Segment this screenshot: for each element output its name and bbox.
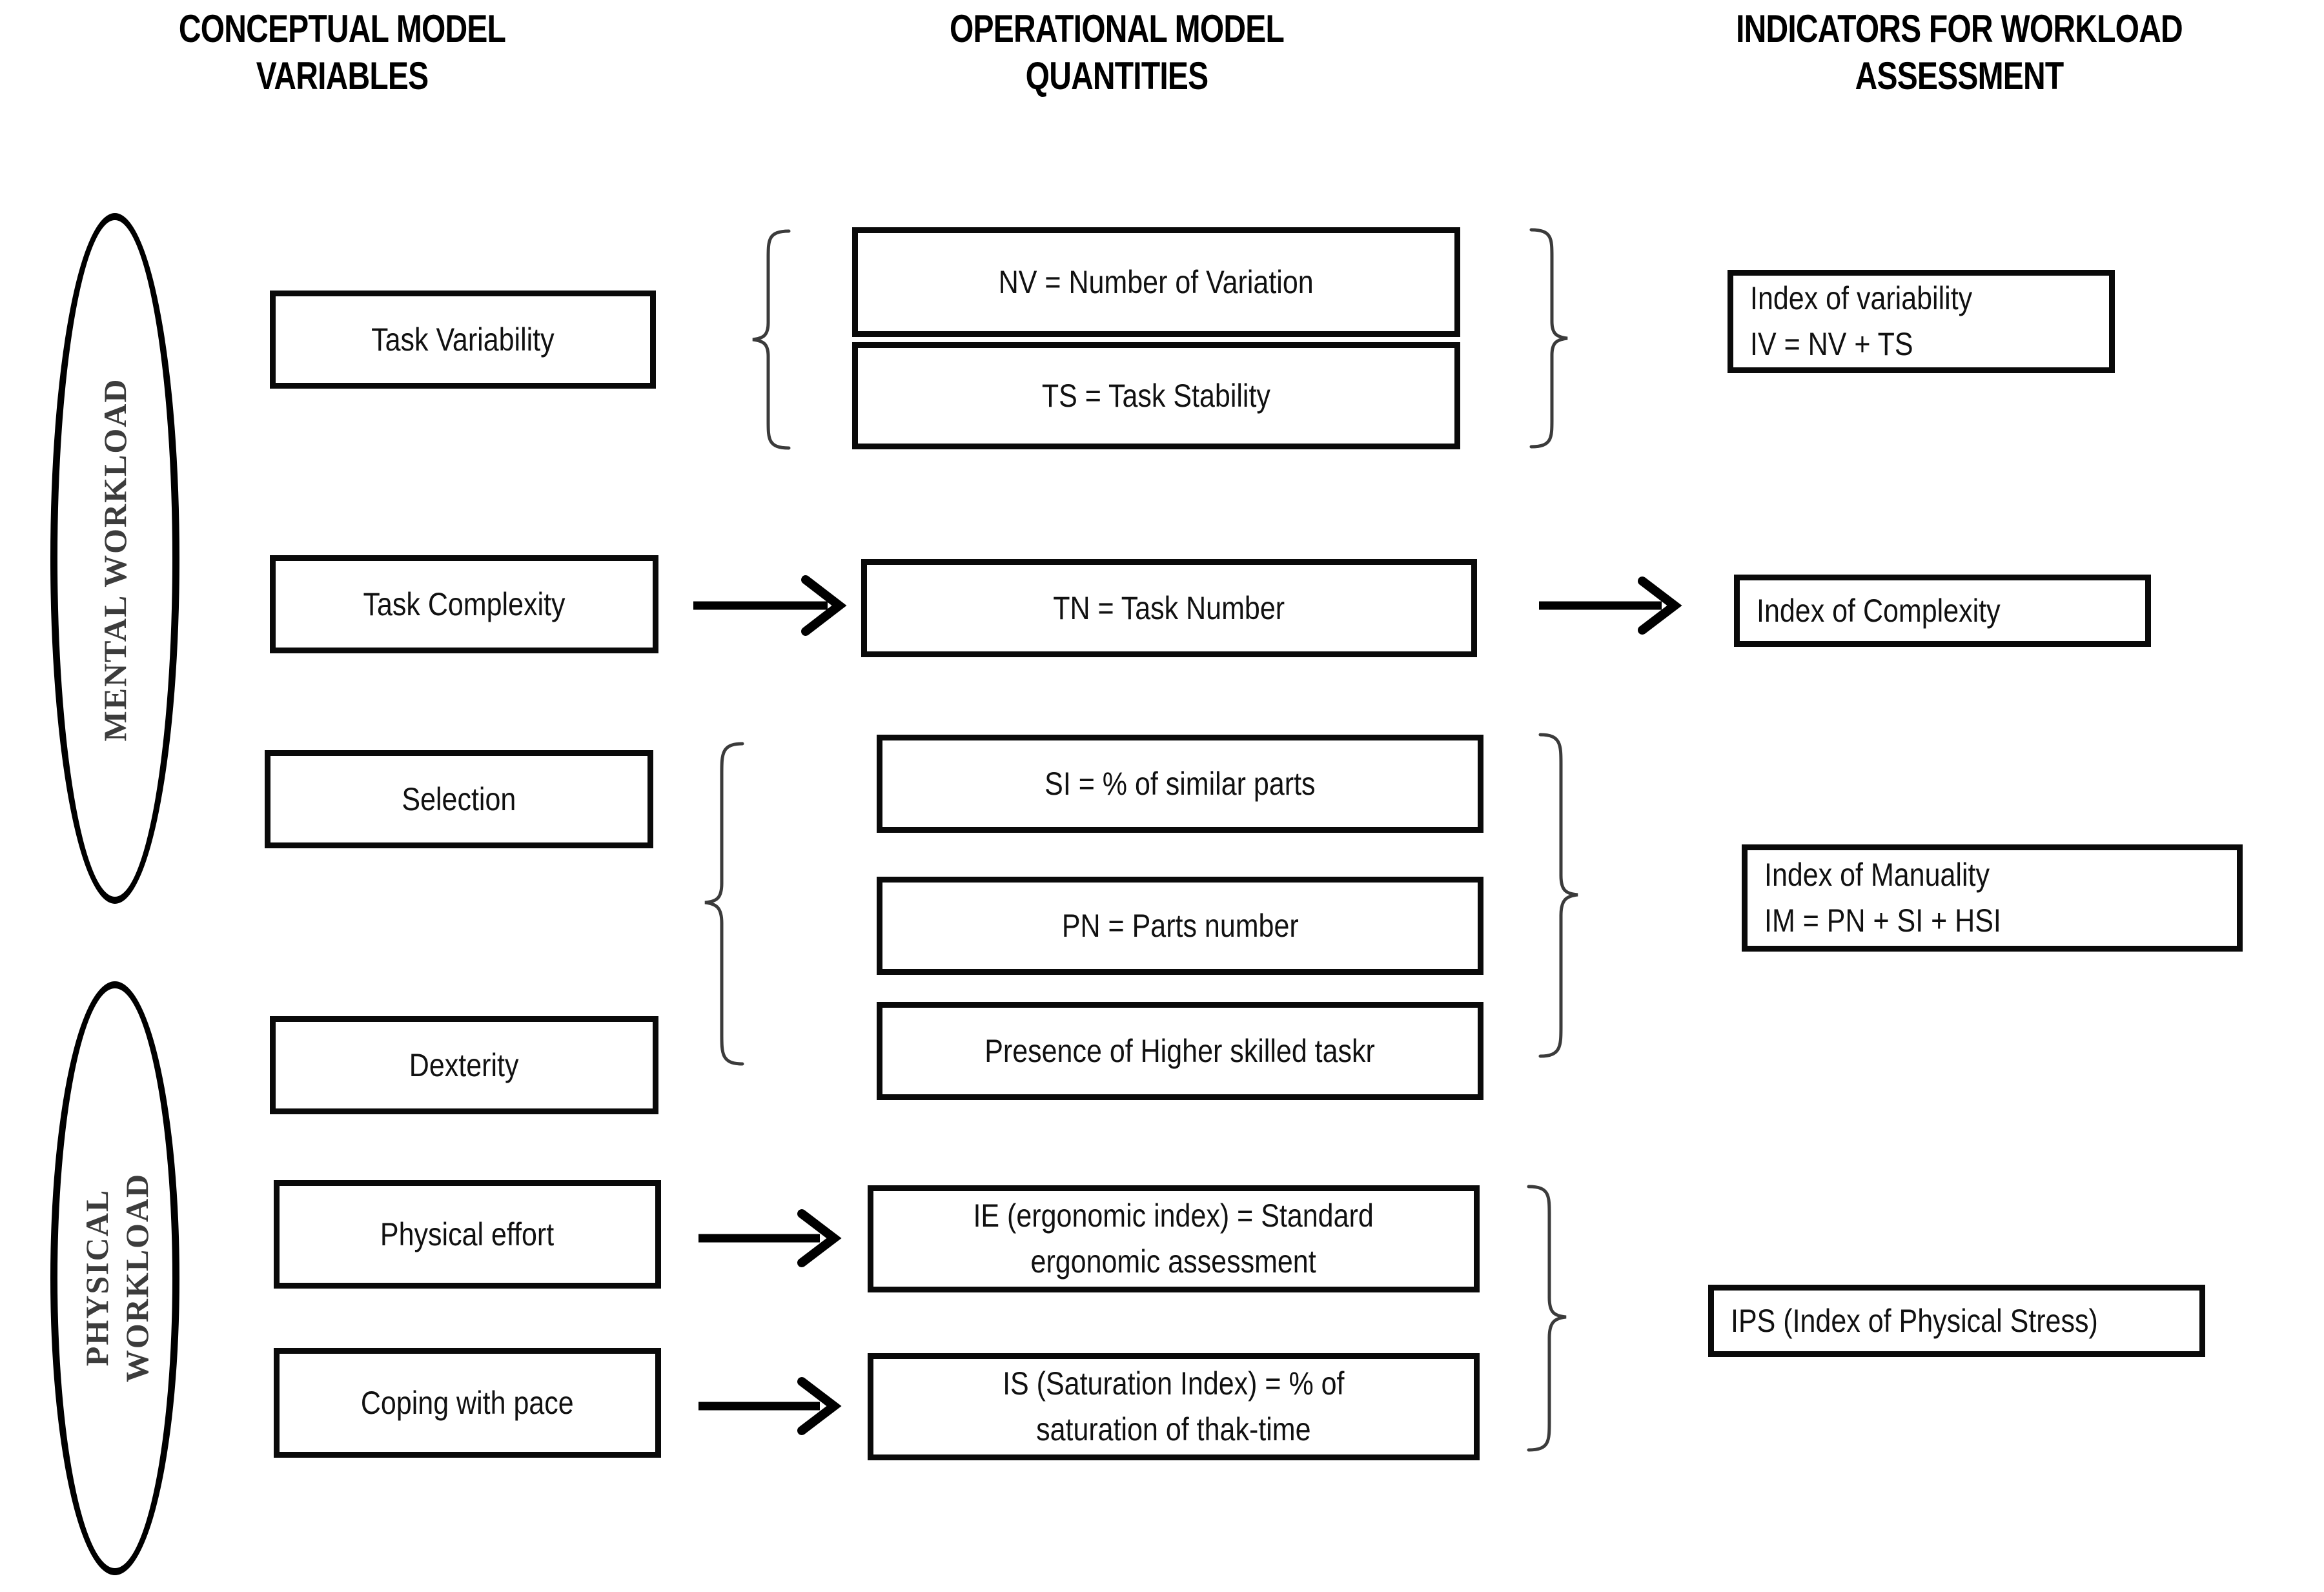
- box-nv-label: NV = Number of Variation: [999, 263, 1314, 300]
- column-header-indicators: INDICATORS FOR WORKLOAD ASSESSMENT: [1736, 7, 2183, 98]
- box-index-of-complexity[interactable]: Index of Complexity: [1734, 575, 2151, 647]
- box-task-variability-label: Task Variability: [371, 321, 555, 358]
- box-coping-with-pace-label: Coping with pace: [361, 1384, 574, 1421]
- box-index-of-variability-label: Index of variability IV = NV + TS: [1750, 280, 1973, 362]
- box-task-variability[interactable]: Task Variability: [270, 291, 656, 389]
- box-is-label: IS (Saturation Index) = % of saturation …: [1003, 1365, 1345, 1447]
- group-label-mental: MENTAL WORKLOAD: [97, 378, 133, 742]
- box-pn[interactable]: PN = Parts number: [877, 877, 1483, 975]
- box-task-complexity[interactable]: Task Complexity: [270, 555, 658, 653]
- group-ellipse-mental: [50, 213, 179, 904]
- box-index-of-physical-stress-label: IPS (Index of Physical Stress): [1731, 1302, 2098, 1339]
- arrow-tn-to-complexity-head: [1638, 577, 1682, 635]
- box-selection-label: Selection: [402, 781, 516, 817]
- box-is[interactable]: IS (Saturation Index) = % of saturation …: [868, 1353, 1480, 1460]
- box-physical-effort-label: Physical effort: [380, 1216, 555, 1252]
- arrow-complexity-to-tn-head: [801, 575, 847, 636]
- box-physical-effort[interactable]: Physical effort: [274, 1180, 661, 1289]
- box-ie[interactable]: IE (ergonomic index) = Standard ergonomi…: [868, 1185, 1480, 1292]
- box-coping-with-pace[interactable]: Coping with pace: [274, 1348, 661, 1458]
- box-ts-label: TS = Task Stability: [1041, 377, 1271, 414]
- box-index-of-complexity-label: Index of Complexity: [1757, 592, 2001, 629]
- box-tn-label: TN = Task Number: [1053, 589, 1285, 626]
- box-selection[interactable]: Selection: [265, 750, 653, 848]
- column-header-conceptual: CONCEPTUAL MODEL VARIABLES: [178, 7, 506, 98]
- box-si[interactable]: SI = % of similar parts: [877, 735, 1483, 833]
- box-si-label: SI = % of similar parts: [1045, 765, 1316, 802]
- box-ts[interactable]: TS = Task Stability: [852, 342, 1460, 449]
- box-index-of-manuality-label: Index of Manuality IM = PN + SI + HSI: [1764, 857, 2001, 939]
- box-ie-label: IE (ergonomic index) = Standard ergonomi…: [973, 1198, 1374, 1280]
- group-ellipse-physical: [50, 981, 179, 1575]
- column-header-operational: OPERATIONAL MODEL QUANTITIES: [950, 7, 1285, 98]
- box-dexterity-label: Dexterity: [409, 1046, 519, 1083]
- box-task-complexity-label: Task Complexity: [363, 586, 566, 622]
- group-label-physical-line1: PHYSICAL: [79, 1189, 115, 1367]
- box-tn[interactable]: TN = Task Number: [861, 559, 1477, 657]
- arrow-coping-to-is-head: [797, 1377, 842, 1435]
- brace-right-manuality: [1538, 733, 1578, 1058]
- brace-right-physical-stress: [1527, 1185, 1567, 1452]
- brace-right-variability: [1529, 228, 1568, 449]
- arrow-physical-effort-to-ie-head: [797, 1209, 842, 1267]
- box-index-of-physical-stress[interactable]: IPS (Index of Physical Stress): [1708, 1285, 2205, 1357]
- box-index-of-manuality[interactable]: Index of Manuality IM = PN + SI + HSI: [1742, 844, 2243, 952]
- brace-left-variability: [752, 229, 791, 450]
- box-nv[interactable]: NV = Number of Variation: [852, 227, 1460, 337]
- brace-left-manuality: [704, 742, 744, 1066]
- box-hsi-label: Presence of Higher skilled taskr: [984, 1032, 1376, 1069]
- box-hsi[interactable]: Presence of Higher skilled taskr: [877, 1002, 1483, 1100]
- group-label-physical-line2: WORKLOAD: [119, 1172, 155, 1383]
- box-pn-label: PN = Parts number: [1061, 907, 1299, 944]
- box-dexterity[interactable]: Dexterity: [270, 1016, 658, 1114]
- box-index-of-variability[interactable]: Index of variability IV = NV + TS: [1728, 270, 2115, 373]
